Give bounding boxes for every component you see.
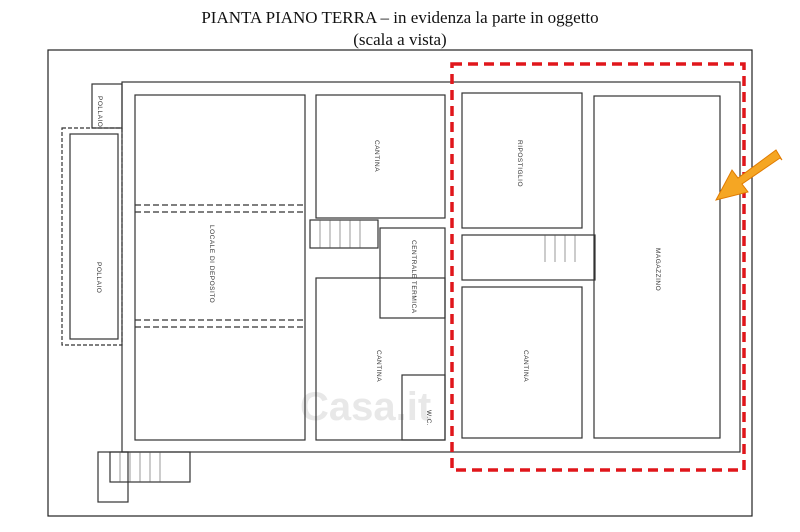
room-label-centrale-termica: CENTRALE TERMICA [410, 240, 417, 314]
stairs [119, 220, 576, 482]
room-label-wc: W.C. [425, 410, 432, 426]
room-label-ripostiglio: RIPOSTIGLIO [516, 140, 523, 187]
highlight-area-outline [450, 62, 746, 472]
room-label-magazzino: MAGAZZINO [654, 248, 661, 291]
room-label-cantina-mid: CANTINA [375, 350, 382, 382]
room-label-cantina-right: CANTINA [522, 350, 529, 382]
page-title: PIANTA PIANO TERRA – in evidenza la part… [201, 8, 599, 27]
room-label-locale-deposito: LOCALE DI DEPOSITO [208, 225, 215, 303]
watermark: Casa.it [300, 385, 431, 429]
walls [61, 81, 741, 503]
room-label-pollaio-top: POLLAIO [96, 96, 103, 127]
frame [47, 49, 753, 517]
arrow-icon [715, 149, 783, 201]
page-subtitle: (scala a vista) [353, 30, 447, 49]
room-label-cantina-top: CANTINA [373, 140, 380, 172]
room-label-pollaio-side: POLLAIO [95, 262, 102, 293]
